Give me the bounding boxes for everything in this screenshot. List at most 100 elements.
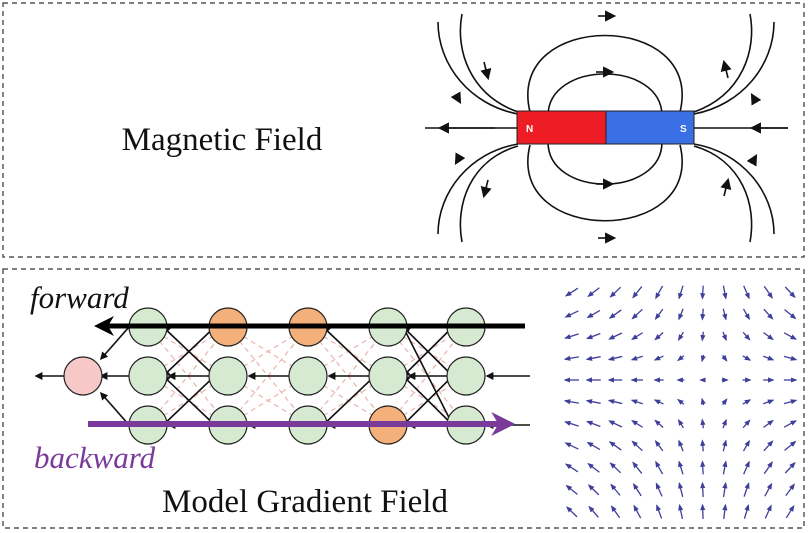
vector-arrow — [565, 463, 579, 473]
vector-arrow — [564, 310, 579, 318]
vector-arrow — [563, 399, 580, 405]
model-gradient-field-panel: forward backward Model Gradient Field — [2, 268, 805, 529]
vector-arrow — [655, 285, 664, 300]
outer-right-top-1 — [693, 13, 753, 113]
outer-left-arrow-d — [454, 152, 466, 165]
vector-arrow — [722, 308, 728, 321]
vector-arrow — [564, 442, 579, 450]
vector-arrow — [700, 354, 706, 363]
vector-arrow — [631, 332, 643, 340]
vector-arrow — [585, 355, 601, 361]
vector-arrow — [565, 287, 579, 297]
vector-arrow — [722, 460, 728, 475]
vector-arrow — [785, 483, 795, 497]
top-panel-border — [2, 2, 805, 258]
vector-arrow — [742, 331, 751, 341]
vector-arrow — [783, 420, 798, 428]
vector-arrow — [630, 399, 644, 405]
vector-arrow — [677, 331, 684, 342]
vector-arrow — [678, 308, 684, 321]
bottom-panel-border — [2, 268, 805, 529]
vector-arrow — [763, 285, 773, 299]
outer-left-arrow-a — [480, 61, 492, 81]
dashed-connection — [227, 375, 309, 426]
neural-network — [34, 307, 530, 445]
vector-arrow — [677, 418, 684, 429]
backprop-connection — [402, 326, 454, 378]
vector-arrow — [586, 309, 601, 319]
outer-right-arrow-b — [750, 93, 762, 106]
vector-arrow — [742, 399, 752, 405]
vector-arrow — [743, 482, 750, 497]
vector-arrow — [677, 398, 685, 405]
forward-label: forward — [30, 280, 129, 315]
vector-arrow — [783, 399, 798, 405]
vector-arrow — [565, 484, 578, 495]
vector-arrow — [610, 483, 621, 496]
outer-left-arrow-b — [450, 91, 462, 104]
vector-arrow — [608, 332, 623, 340]
backward-label: backward — [34, 440, 156, 475]
vector-arrow — [743, 504, 750, 519]
gradient-vector-field — [563, 285, 798, 520]
vector-arrow — [742, 355, 752, 361]
vector-arrow — [743, 460, 750, 475]
vector-arrow — [700, 285, 706, 300]
middle-loop-bottom — [527, 144, 683, 222]
network-node — [208, 356, 248, 396]
middle-loop-top — [527, 34, 683, 113]
dashed-connection — [227, 326, 309, 377]
vector-arrow — [632, 461, 643, 474]
network-node — [446, 356, 486, 396]
backprop-connection — [402, 374, 454, 426]
outer-right-arrow-d — [746, 154, 758, 167]
vector-arrow — [763, 332, 774, 341]
vector-arrow — [609, 462, 622, 474]
vector-arrow — [564, 333, 579, 340]
vector-arrow — [678, 460, 684, 475]
vector-arrow — [653, 399, 664, 405]
vector-arrow — [631, 440, 643, 452]
backprop-connection — [322, 325, 376, 377]
vector-arrow — [764, 482, 773, 497]
vector-arrow — [654, 440, 664, 452]
vector-arrow — [742, 308, 750, 321]
outer-left-bottom-1 — [459, 145, 519, 243]
outer-right-arrow-a — [720, 59, 732, 79]
magnet-south-pole — [605, 110, 695, 145]
outer-left-bottom-2 — [437, 143, 519, 235]
vector-arrow — [722, 285, 728, 300]
vector-arrow — [607, 399, 623, 405]
outer-left-arrow-c — [480, 179, 492, 199]
vector-arrow — [608, 441, 622, 451]
vector-arrow — [700, 503, 706, 520]
magnetic-field-panel: Magnetic Field — [2, 2, 805, 258]
vector-arrow — [610, 505, 621, 519]
vector-arrow — [743, 285, 750, 300]
vector-arrow — [721, 398, 728, 406]
vector-arrow — [700, 439, 706, 452]
vector-arrow — [587, 287, 600, 298]
vector-arrow — [585, 399, 601, 405]
backprop-connection — [162, 375, 216, 427]
vector-arrow — [721, 354, 728, 362]
vector-arrow — [677, 355, 685, 362]
outer-left-top-1 — [459, 13, 519, 113]
vector-arrow — [564, 420, 579, 427]
vector-arrow — [722, 503, 728, 520]
vector-arrow — [784, 309, 797, 320]
vector-arrow — [700, 331, 706, 342]
vector-arrow — [654, 308, 664, 320]
vector-arrow — [784, 440, 797, 451]
vector-arrow — [763, 355, 775, 361]
vector-arrow — [609, 286, 622, 298]
outer-right-arrow-c — [720, 177, 732, 197]
vector-arrow — [678, 285, 684, 300]
magnetic-field-lines — [425, 10, 788, 244]
vector-arrow — [700, 481, 706, 498]
vector-arrow — [700, 418, 706, 429]
vector-arrow — [678, 481, 684, 497]
dashed-connection — [387, 326, 467, 426]
vector-arrow — [653, 355, 664, 361]
vector-arrow — [722, 481, 728, 498]
